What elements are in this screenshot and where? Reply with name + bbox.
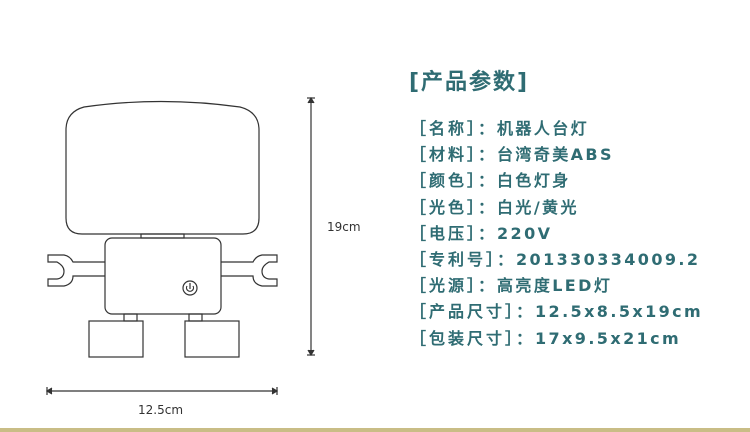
spec-label: ［电压］： xyxy=(410,223,498,243)
width-label: 12.5cm xyxy=(138,403,184,417)
spec-row-material: ［材料］：台湾奇美ABS xyxy=(410,141,703,167)
spec-row-color: ［颜色］：白色灯身 xyxy=(410,167,703,193)
spec-row-product-size: ［产品尺寸］：12.5x8.5x19cm xyxy=(410,298,703,324)
spec-value: 220V xyxy=(497,223,553,243)
robot-right-foot xyxy=(184,320,240,358)
spec-label: ［专利号］： xyxy=(410,249,517,269)
robot-left-leg xyxy=(123,313,138,322)
robot-body xyxy=(104,237,222,315)
spec-row-light-color: ［光色］：白光/黄光 xyxy=(410,194,703,220)
power-icon xyxy=(182,280,198,296)
spec-list: ［名称］：机器人台灯 ［材料］：台湾奇美ABS ［颜色］：白色灯身 ［光色］：白… xyxy=(410,115,703,351)
height-dimension-line xyxy=(307,96,315,357)
spec-row-package-size: ［包装尺寸］：17x9.5x21cm xyxy=(410,325,703,351)
spec-label: ［产品尺寸］： xyxy=(410,302,536,322)
spec-label: ［包装尺寸］： xyxy=(410,328,536,348)
spec-label: ［颜色］： xyxy=(410,171,498,191)
spec-value: 高亮度LED灯 xyxy=(497,276,613,296)
spec-label: ［材料］： xyxy=(410,145,498,165)
spec-row-voltage: ［电压］：220V xyxy=(410,220,703,246)
spec-value: 白色灯身 xyxy=(497,171,571,191)
robot-head xyxy=(65,100,260,235)
robot-right-leg xyxy=(188,313,203,322)
height-label: 19cm xyxy=(327,220,361,234)
spec-label: ［光色］： xyxy=(410,197,498,217)
spec-row-patent: ［专利号］：201330334009.2 xyxy=(410,246,703,272)
spec-value: 17x9.5x21cm xyxy=(535,328,682,348)
spec-value: 201330334009.2 xyxy=(516,249,701,269)
spec-value: 台湾奇美ABS xyxy=(497,145,614,165)
robot-left-arm xyxy=(47,254,105,287)
spec-row-light-source: ［光源］：高亮度LED灯 xyxy=(410,272,703,298)
spec-value: 白光/黄光 xyxy=(497,197,579,217)
spec-label: ［名称］： xyxy=(410,119,498,138)
spec-label: ［光源］： xyxy=(410,276,498,296)
spec-row-name: ［名称］：机器人台灯 xyxy=(410,115,703,141)
spec-value: 12.5x8.5x19cm xyxy=(535,302,704,322)
robot-left-foot xyxy=(88,320,144,358)
spec-title: [产品参数] xyxy=(409,70,530,95)
spec-value: 机器人台灯 xyxy=(497,119,590,138)
bottom-strip xyxy=(0,428,750,432)
width-dimension-line xyxy=(45,387,279,395)
robot-right-arm xyxy=(221,254,278,287)
